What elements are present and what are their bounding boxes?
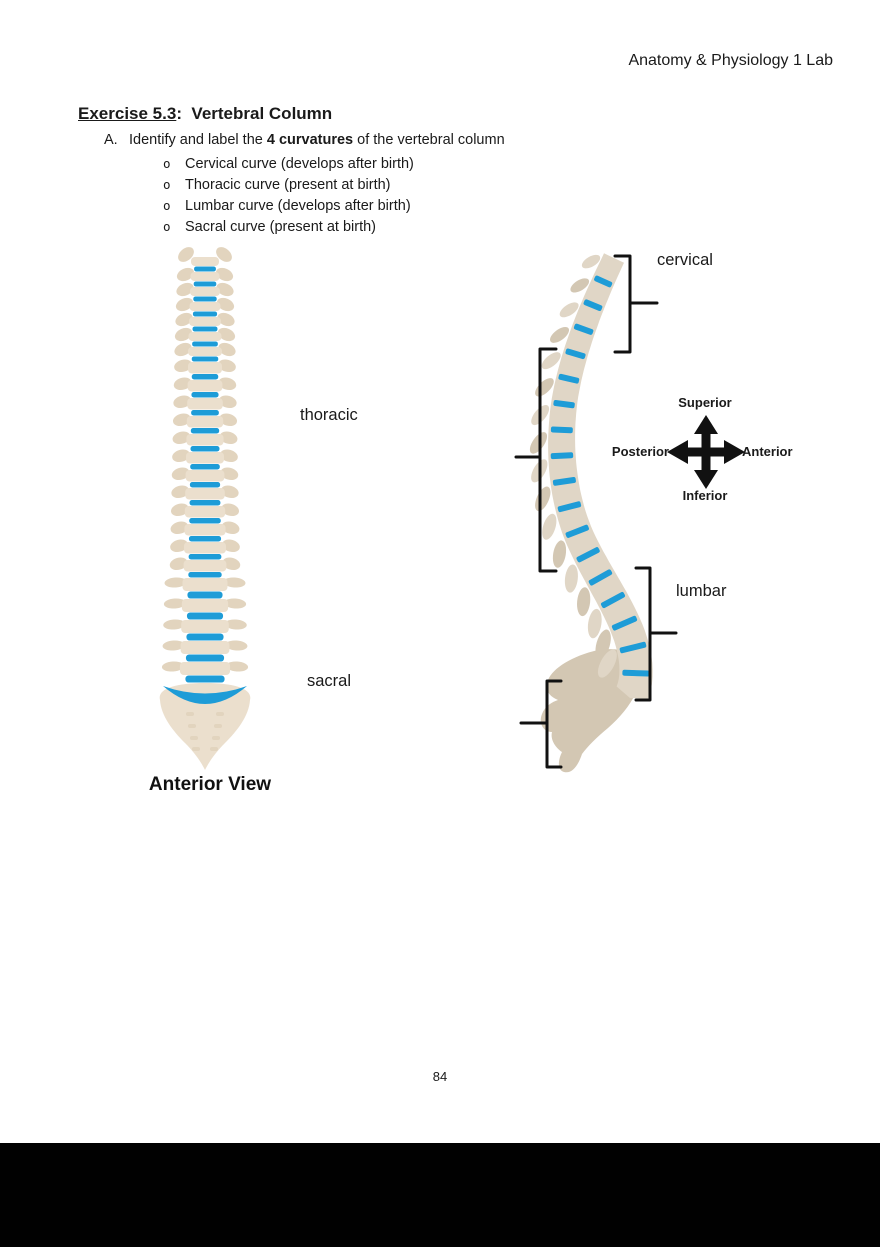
list-item: o Thoracic curve (present at birth)	[163, 174, 414, 195]
bullet-icon: o	[163, 219, 171, 234]
bullet-icon: o	[163, 156, 171, 171]
curvature-list: o Cervical curve (develops after birth) o…	[163, 153, 414, 237]
spine-diagrams-svg	[159, 247, 745, 773]
vertebral-column-figure: cervical thoracic lumbar sacral Superior…	[0, 240, 880, 810]
compass-label-inferior: Inferior	[682, 488, 728, 503]
instruction-suffix: of the vertebral column	[353, 132, 505, 148]
list-item-text: Cervical curve (develops after birth)	[185, 156, 414, 172]
page-number: 84	[432, 1069, 448, 1084]
instruction-marker: A.	[104, 132, 118, 148]
compass-label-superior: Superior	[678, 395, 732, 410]
bottom-black-bar	[0, 1143, 880, 1247]
compass-label-anterior: Anterior	[742, 444, 793, 459]
instruction-bold: 4 curvatures	[266, 132, 354, 148]
compass-label-posterior: Posterior	[611, 444, 669, 459]
label-sacral: sacral	[307, 672, 352, 690]
exercise-title: Exercise 5.3: Vertebral Column	[78, 104, 332, 124]
list-item: o Cervical curve (develops after birth)	[163, 153, 414, 174]
list-item-text: Lumbar curve (develops after birth)	[185, 198, 411, 214]
label-lumbar: lumbar	[676, 582, 727, 600]
page-header: Anatomy & Physiology 1 Lab	[628, 52, 833, 69]
exercise-title-underlined: Exercise 5.3	[78, 104, 177, 123]
list-item-text: Thoracic curve (present at birth)	[185, 177, 391, 193]
anterior-view-caption: Anterior View	[148, 774, 272, 795]
bullet-icon: o	[163, 177, 171, 192]
instruction-prefix: Identify and label the	[129, 132, 267, 148]
label-thoracic: thoracic	[300, 406, 358, 424]
exercise-title-rest: : Vertebral Column	[176, 104, 333, 123]
instruction-line: A. Identify and label the 4 curvatures of…	[104, 132, 505, 148]
list-item-text: Sacral curve (present at birth)	[185, 219, 376, 235]
label-cervical: cervical	[657, 251, 713, 269]
bullet-icon: o	[163, 198, 171, 213]
list-item: o Lumbar curve (develops after birth)	[163, 195, 414, 216]
